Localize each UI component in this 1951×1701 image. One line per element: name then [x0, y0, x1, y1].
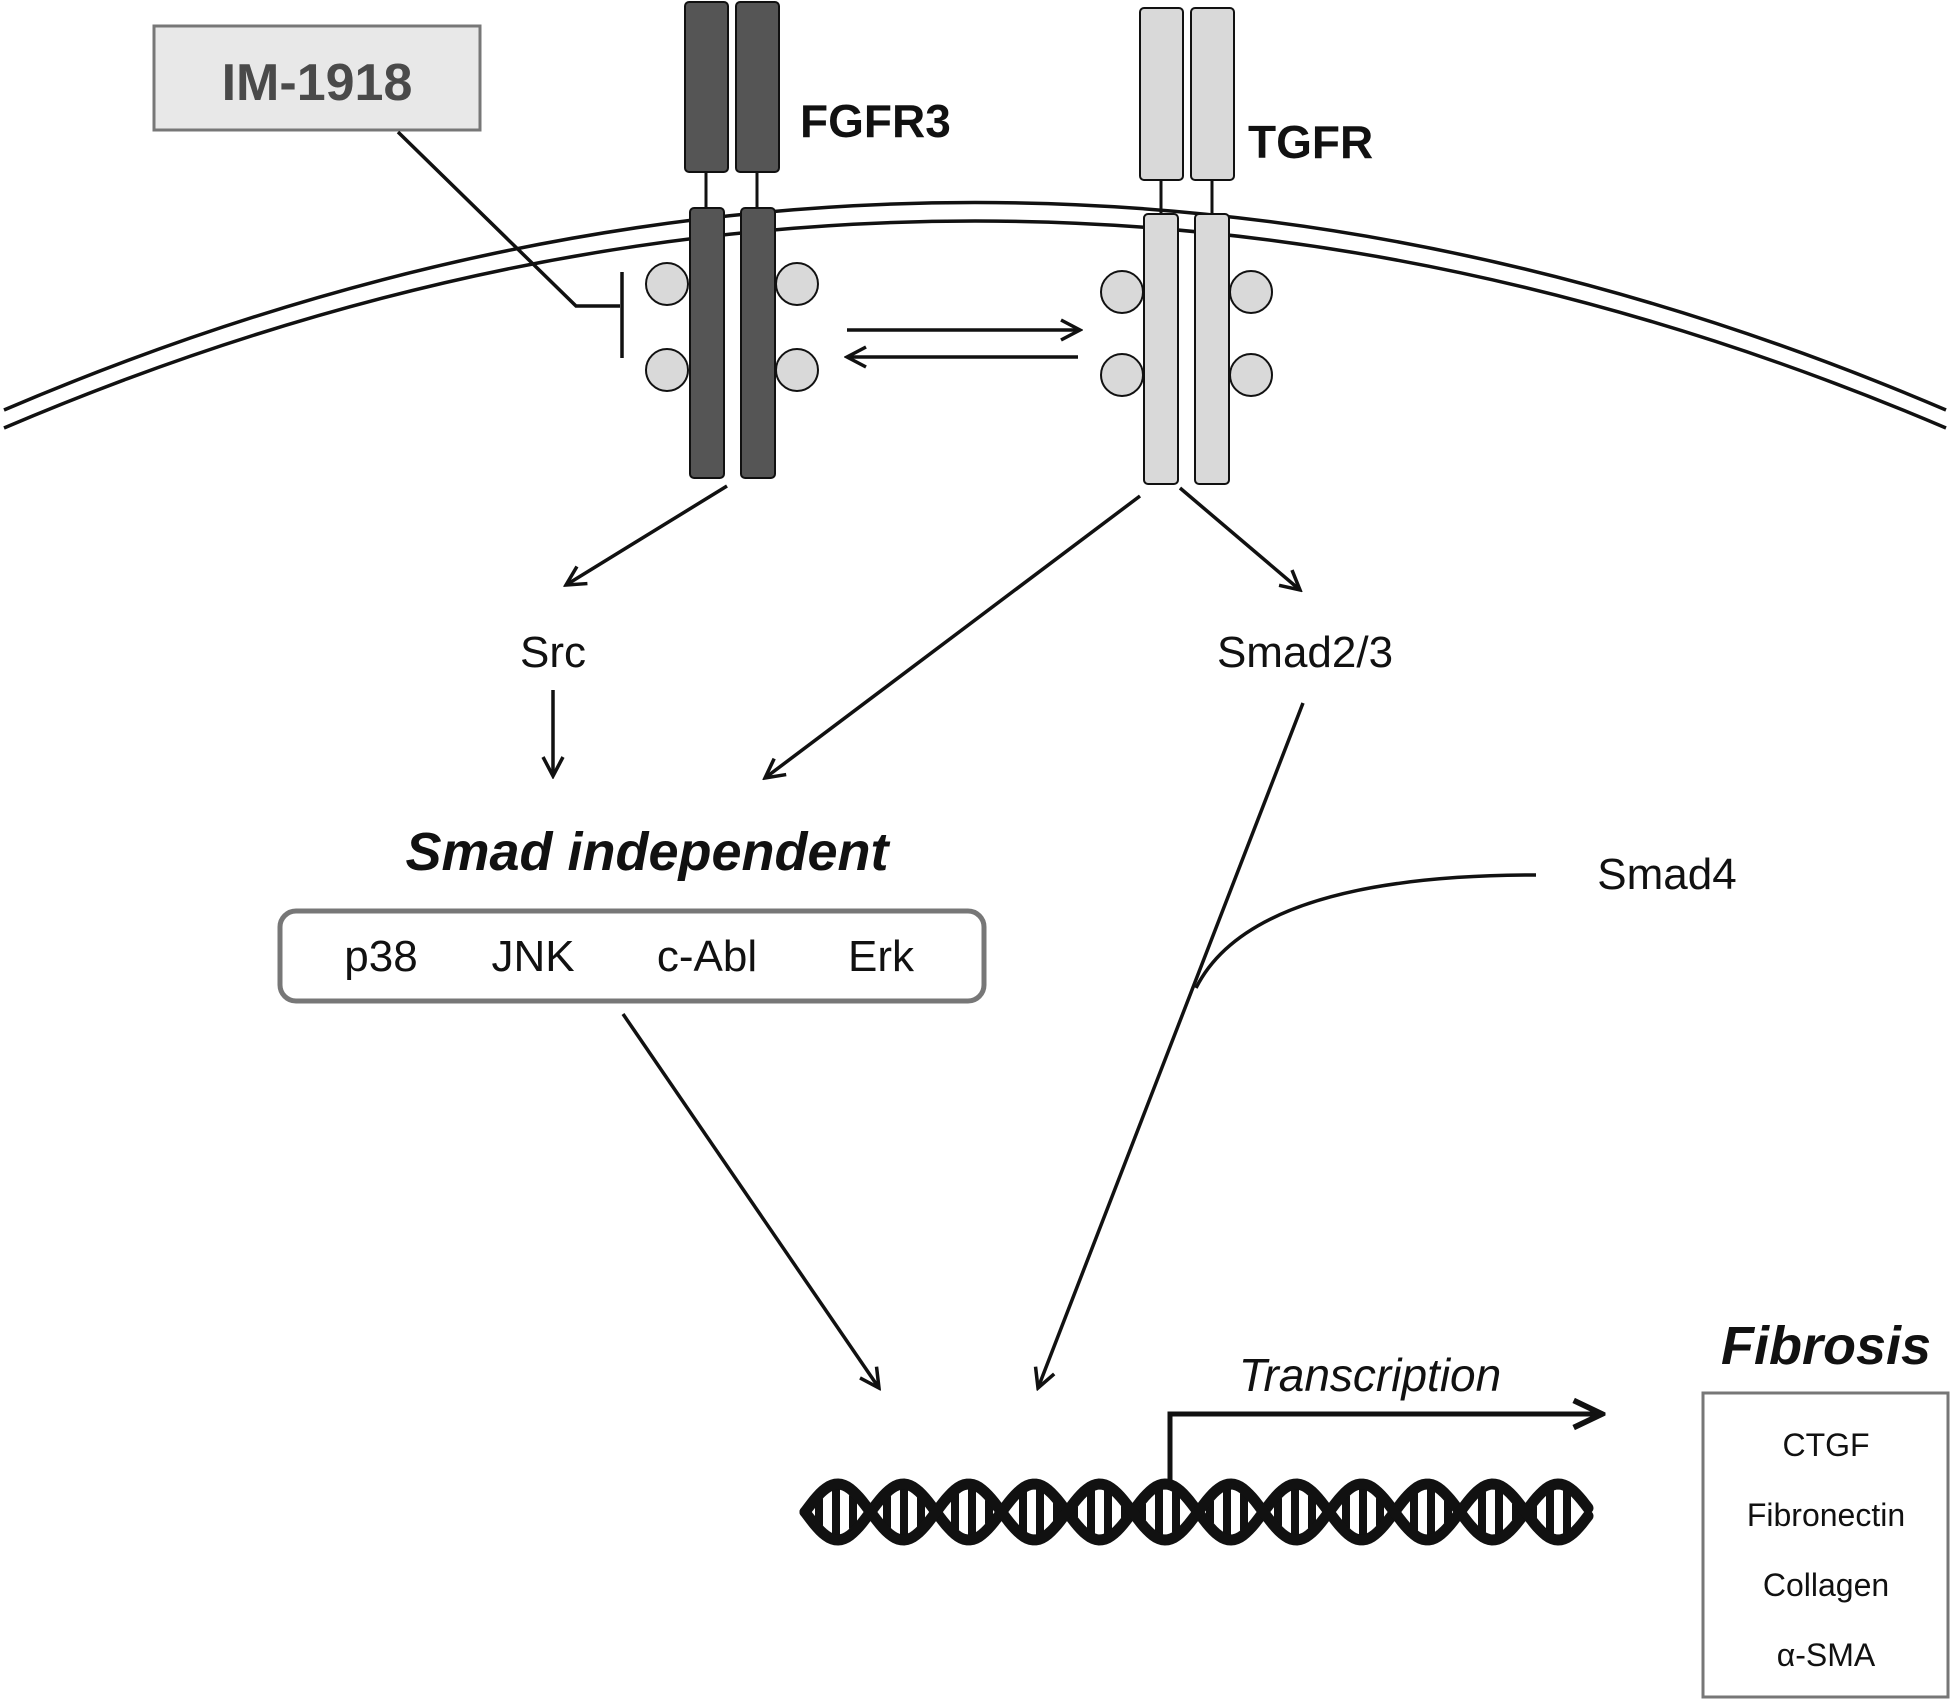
arrow-smad-independent-to-dna: [621, 1013, 879, 1388]
arrow-tgfr-to-smad23: [1178, 486, 1300, 590]
smad4-label: Smad4: [1597, 850, 1736, 899]
smad-independent-label: Smad independent: [405, 822, 890, 882]
tgfr-receptor: [1100, 7, 1273, 485]
dna-strand: [799, 1478, 1594, 1546]
kinase-p38: p38: [344, 932, 417, 981]
smad23-label: Smad2/3: [1217, 628, 1393, 677]
fgfr3-label: FGFR3: [800, 95, 951, 147]
fgfr3-receptor: [645, 1, 819, 479]
dna-helix: [799, 1478, 1594, 1546]
smad4-joining-line: [1194, 873, 1537, 989]
transcription-arrow: [1167, 1414, 1602, 1485]
gene-alpha-sma: α-SMA: [1777, 1637, 1876, 1673]
kinase-box: p38 JNK c-Abl Erk: [277, 908, 987, 1004]
kinase-c-abl: c-Abl: [657, 932, 757, 981]
cell-membrane: [3, 200, 1947, 430]
transcription-label: Transcription: [1239, 1349, 1501, 1401]
kinase-erk: Erk: [848, 932, 915, 981]
fibrosis-gene-box: CTGF Fibronectin Collagen α-SMA: [1701, 1391, 1950, 1699]
fibrosis-label: Fibrosis: [1721, 1316, 1931, 1376]
gene-collagen: Collagen: [1763, 1567, 1889, 1603]
src-label: Src: [520, 628, 586, 677]
kinase-jnk: JNK: [491, 932, 574, 981]
gene-fibronectin: Fibronectin: [1747, 1497, 1905, 1533]
arrow-fgfr3-to-src: [566, 484, 728, 585]
inhibition-line: [396, 130, 624, 358]
arrow-smad23-to-dna: [1038, 702, 1305, 1388]
drug-box: IM-1918: [152, 24, 482, 132]
gene-ctgf: CTGF: [1782, 1427, 1869, 1463]
drug-label: IM-1918: [222, 54, 413, 112]
arrow-tgfr-to-smad-independent: [765, 494, 1142, 778]
tgfr-label: TGFR: [1248, 116, 1373, 168]
